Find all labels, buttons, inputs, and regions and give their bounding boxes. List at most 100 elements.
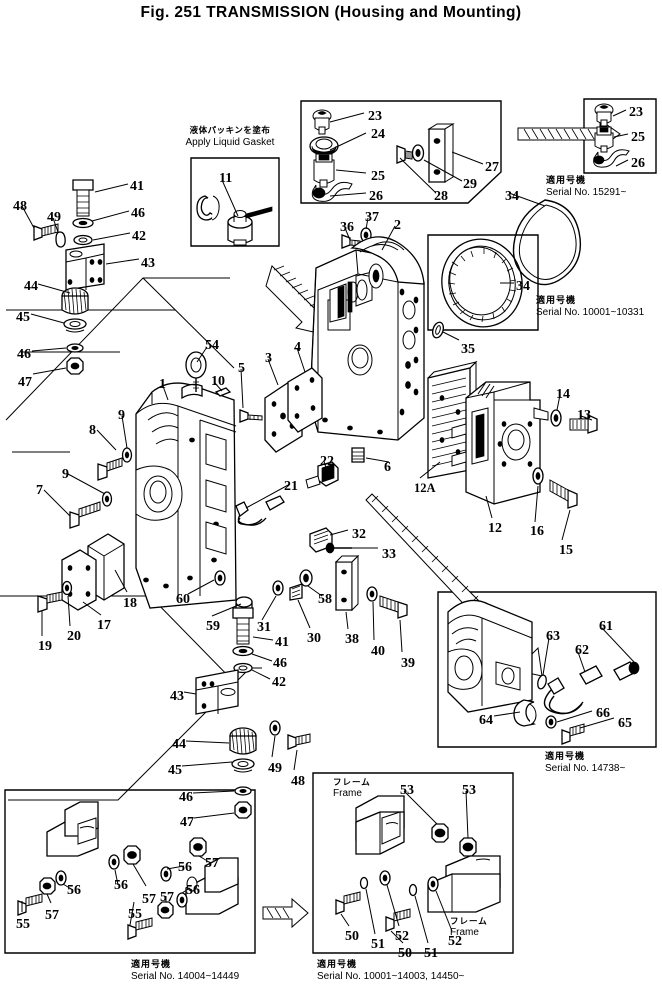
- callout-number-57: 57: [160, 890, 174, 905]
- callout-number-40: 40: [371, 644, 385, 659]
- callout-number-9: 9: [62, 467, 69, 482]
- callout-number-62: 62: [575, 643, 589, 658]
- part-group-11: [197, 196, 272, 245]
- callout-number-61: 61: [599, 619, 613, 634]
- callout-number-16: 16: [530, 524, 544, 539]
- callout-number-52: 52: [448, 934, 462, 949]
- group-separator-lines: [0, 278, 262, 905]
- callout-number-56: 56: [186, 883, 200, 898]
- callout-number-58: 58: [318, 592, 332, 607]
- callout-number-55: 55: [16, 917, 30, 932]
- callout-number-50: 50: [345, 929, 359, 944]
- callout-number-7: 7: [36, 483, 43, 498]
- part-group-32-33: [310, 528, 352, 553]
- callout-number-36: 36: [340, 220, 354, 235]
- callout-number-51: 51: [371, 937, 385, 952]
- callout-number-23: 23: [629, 105, 643, 120]
- callout-number-44: 44: [172, 737, 186, 752]
- part-34-oring-free: [514, 200, 581, 285]
- callout-number-24: 24: [371, 127, 385, 142]
- frame-label-bottom-en: Frame: [450, 927, 479, 939]
- callout-number-57: 57: [142, 892, 156, 907]
- callout-number-45: 45: [16, 310, 30, 325]
- part-group-55-57: [18, 802, 238, 939]
- callout-number-53: 53: [400, 783, 414, 798]
- callout-number-21: 21: [284, 479, 298, 494]
- callout-number-64: 64: [479, 713, 493, 728]
- caption-serial-10001-10331: 適用号機 Serial No. 10001~10331: [536, 296, 645, 319]
- callout-number-57: 57: [45, 908, 59, 923]
- callout-number-22: 22: [320, 454, 334, 469]
- callout-number-37: 37: [365, 210, 379, 225]
- callout-number-55: 55: [128, 907, 142, 922]
- callout-number-20: 20: [67, 629, 81, 644]
- callout-number-29: 29: [463, 177, 477, 192]
- callout-number-43: 43: [170, 689, 184, 704]
- callout-number-65: 65: [618, 716, 632, 731]
- callout-number-28: 28: [434, 189, 448, 204]
- part-group-7-8-9: [70, 448, 132, 528]
- callout-number-49: 49: [47, 210, 61, 225]
- part-group-23-25-26-inset: [594, 104, 629, 167]
- callout-number-59: 59: [206, 619, 220, 634]
- callout-number-43: 43: [141, 256, 155, 271]
- callout-number-34: 34: [516, 279, 530, 294]
- frame-label-bottom: フレーム Frame: [450, 917, 488, 939]
- callout-number-4: 4: [294, 340, 301, 355]
- callout-number-46: 46: [131, 206, 145, 221]
- frame-label-bottom-jp: フレーム: [450, 917, 488, 927]
- callout-number-46: 46: [17, 347, 31, 362]
- callout-number-42: 42: [272, 675, 286, 690]
- part-1-housing: [136, 383, 236, 608]
- caption-serial-14004-14449: 適用号機 Serial No. 14004~14449: [131, 960, 240, 983]
- callout-number-56: 56: [114, 878, 128, 893]
- part-group-10-54: [186, 352, 230, 396]
- callout-number-52: 52: [395, 929, 409, 944]
- callout-number-15: 15: [559, 543, 573, 558]
- callout-number-33: 33: [382, 547, 396, 562]
- callout-number-35: 35: [461, 342, 475, 357]
- callout-number-23: 23: [368, 109, 382, 124]
- callout-number-5: 5: [238, 361, 245, 376]
- callout-number-63: 63: [546, 629, 560, 644]
- part-35: [431, 321, 445, 339]
- part-group-21-22: [236, 462, 338, 525]
- callout-number-9: 9: [118, 408, 125, 423]
- part-group-top-inset: [310, 110, 453, 201]
- callout-number-2: 2: [394, 218, 401, 233]
- inset-frames: [5, 99, 656, 953]
- callout-number-18: 18: [123, 596, 137, 611]
- callout-number-34: 34: [505, 189, 519, 204]
- callout-number-12: 12: [488, 521, 502, 536]
- part-group-3-4-5: [240, 368, 322, 452]
- part-group-61-66: [448, 600, 639, 744]
- callout-number-26: 26: [369, 189, 383, 204]
- part-group-upper-left-fasteners: [34, 180, 104, 374]
- callout-number-46: 46: [273, 656, 287, 671]
- callout-number-39: 39: [401, 656, 415, 671]
- callout-number-1: 1: [159, 377, 166, 392]
- callout-number-56: 56: [67, 883, 81, 898]
- callout-number-3: 3: [265, 351, 272, 366]
- leader-lines: [22, 110, 634, 943]
- callout-number-51: 51: [424, 946, 438, 961]
- part-group-12-16: [452, 382, 597, 508]
- note-liquid-gasket-en: Apply Liquid Gasket: [185, 136, 275, 148]
- note-apply-liquid-gasket: 液体パッキンを塗布 Apply Liquid Gasket: [169, 126, 291, 148]
- callout-number-66: 66: [596, 706, 610, 721]
- callout-number-27: 27: [485, 160, 499, 175]
- callout-number-47: 47: [18, 375, 32, 390]
- callout-number-50: 50: [398, 946, 412, 961]
- part-group-lower-center-fasteners: [196, 608, 310, 818]
- callout-number-41: 41: [130, 179, 144, 194]
- part-group-50-53: [336, 796, 500, 931]
- caption-serial-15291: 適用号機 Serial No. 15291~: [546, 176, 627, 199]
- callout-number-14: 14: [556, 387, 570, 402]
- callout-number-13: 13: [577, 408, 591, 423]
- part-2-transmission-housing: [310, 237, 424, 462]
- callout-number-25: 25: [631, 130, 645, 145]
- callout-number-46: 46: [179, 790, 193, 805]
- part-group-17-20: [38, 534, 124, 612]
